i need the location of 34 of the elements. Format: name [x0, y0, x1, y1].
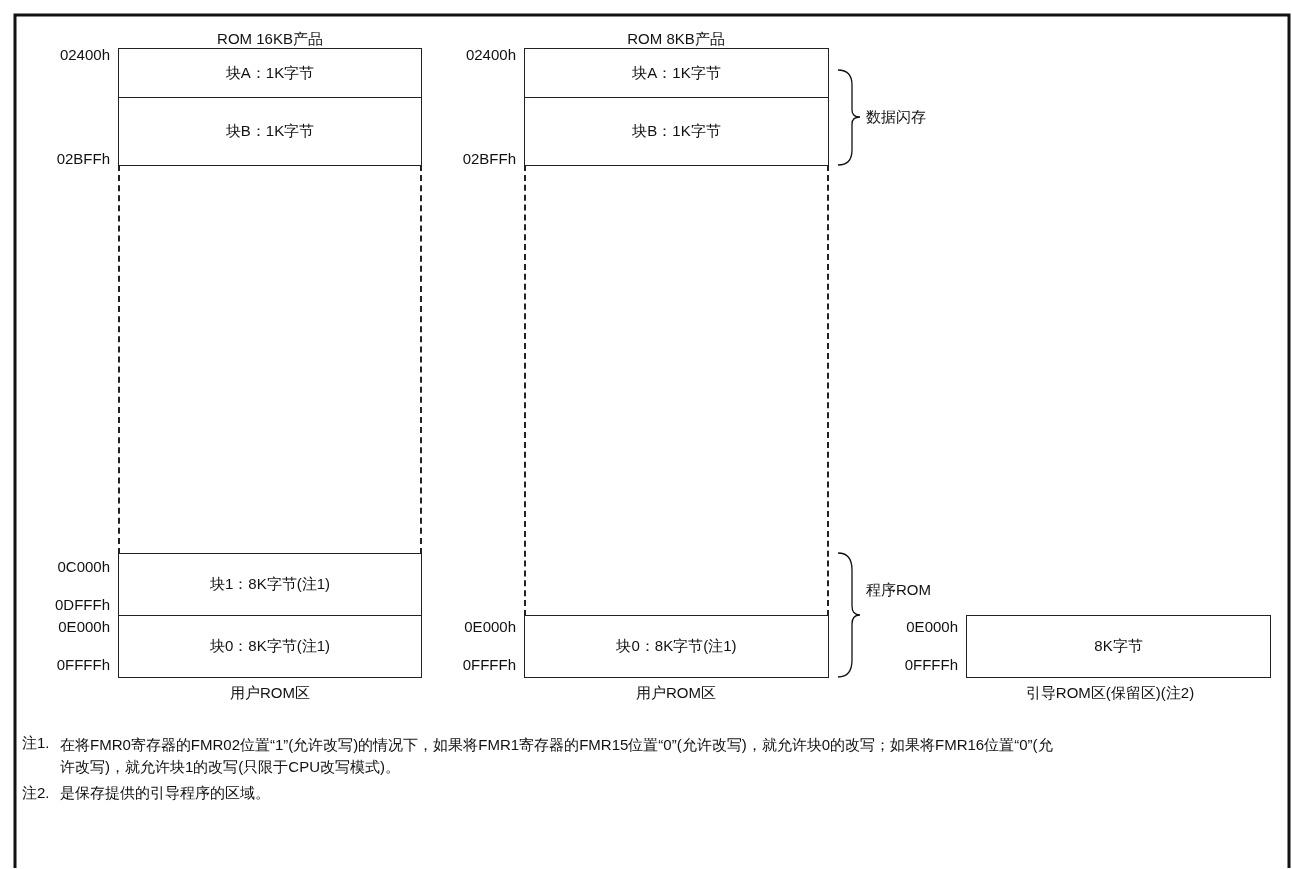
address-label: 0E000h [58, 618, 110, 636]
address-label: 0FFFFh [462, 656, 516, 674]
memory-block [524, 97, 829, 166]
region-label: 数据闪存 [866, 108, 926, 126]
memory-block [966, 615, 1271, 678]
memory-block [118, 48, 422, 98]
memory-block [524, 615, 829, 678]
memory-block [118, 97, 422, 166]
address-label: 0E000h [906, 618, 958, 636]
memory-block [524, 48, 829, 98]
block-label: 8K字节 [1094, 637, 1143, 656]
address-label: 0FFFFh [56, 656, 110, 674]
address-label: 02400h [59, 46, 110, 64]
address-label: 02400h [465, 46, 516, 64]
address-label: 0FFFFh [904, 656, 958, 674]
block-label: 块B：1K字节 [632, 122, 721, 141]
memory-block [118, 553, 422, 616]
address-label: 0DFFFh [55, 596, 110, 614]
region-label: 程序ROM [866, 581, 931, 599]
memory-block [118, 615, 422, 678]
block-label: 块0：8K字节(注1) [616, 637, 737, 656]
note-marker: 注1. [22, 734, 50, 752]
address-label: 0E000h [464, 618, 516, 636]
block-label: 块A：1K字节 [632, 63, 721, 83]
note-text: 是保存提供的引导程序的区域。 [60, 784, 270, 802]
address-label: 02BFFh [462, 150, 516, 168]
block-label: 块1：8K字节(注1) [210, 575, 330, 594]
address-label: 02BFFh [56, 150, 110, 168]
block-label: 块B：1K字节 [225, 122, 315, 141]
note-marker: 注2. [22, 784, 50, 802]
address-label: 0C000h [57, 558, 110, 576]
note-text: 在将FMR0寄存器的FMR02位置“1”(允许改写)的情况下，如果将FMR1寄存器的FMR15位置“0”(允许改写)，就允许块0的改写；如果将FMR16位置“0”(允许改写)，就允许块1的改写(只限于CPU改写模式)。 [60, 735, 1054, 777]
block-label: 块0：8K字节(注1) [210, 637, 330, 656]
block-label: 块A：1K字节 [225, 63, 315, 83]
